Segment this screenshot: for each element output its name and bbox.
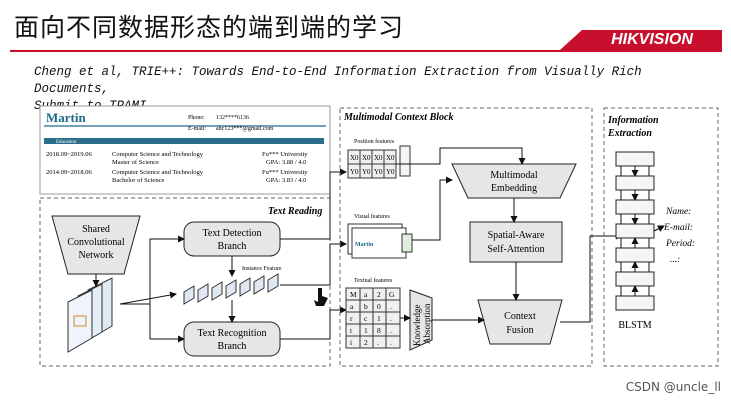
pos-y-1: Y0 [350,168,359,176]
ie-title-line-2: Extraction [607,128,652,139]
tx-3-1: 1 [364,326,368,335]
tx-2-0: r [350,314,353,323]
tx-3-0: t [350,326,353,335]
text-detection-line-2: Branch [218,241,247,252]
field-more: ...: [670,255,680,265]
doc-row-4-major: Bachelor of Science [112,177,164,184]
doc-row-2-school: GPA: 3.88 / 4.0 [266,159,306,166]
tx-0-0: M [350,290,357,299]
pos-y-4: Y0 [386,168,395,176]
doc-section: Education [56,140,77,145]
tx-2-3: . [390,314,392,323]
doc-email: abc123***@gmail.com [216,126,274,132]
tx-1-0: a [350,302,354,311]
ie-title-line-1: Information [607,115,659,126]
csdn-watermark: CSDN @uncle_ll [625,380,721,394]
doc-row-1-period: 2018.09~2019.06 [46,151,93,158]
instance-feature-label: Instance Feature [242,266,282,272]
doc-row-1-school: Fu*** University [262,151,308,158]
self-attention-block [469,221,563,263]
bilstm-stack [615,151,665,311]
svg-text:Martin: Martin [355,242,374,248]
tx-0-1: a [364,290,368,299]
context-fusion-block [477,299,563,345]
tx-3-3: . [390,326,392,335]
shared-cnn-line-1: Shared [82,224,110,235]
field-name: Name: [665,207,691,217]
doc-phone: 132****6136 [216,115,249,121]
doc-row-2-major: Master of Science [112,159,159,166]
knowledge-absorption-block [409,289,433,351]
tx-0-3: G [389,290,395,299]
knowledge-line-2: Absorption [422,303,432,344]
tx-1-2: 0 [377,302,381,311]
tx-4-0: i [350,338,352,347]
citation-line-1: Cheng et al, TRIE++: Towards End-to-End … [34,65,642,96]
pos-x-3: X0 [374,154,383,162]
pos-y-3: Y0 [374,168,383,176]
title-divider [10,50,722,52]
pos-x-1: X0 [350,154,359,162]
bilstm-label: BLSTM [618,320,651,331]
field-email: E-mail: [663,223,693,233]
tx-4-2: . [377,338,379,347]
pos-x-4: X0 [386,154,395,162]
embedding-line-2: Embedding [491,183,537,194]
shared-cnn-line-3: Network [79,250,114,261]
position-features-grid [347,145,411,179]
text-reading-title: Text Reading [268,206,322,217]
doc-name: Martin [46,110,86,125]
textual-features-grid [345,287,401,349]
fusion-line-1: Context [504,311,536,322]
tx-1-3: . [390,302,392,311]
instance-feature-strip [183,273,279,305]
hand-cursor-icon [314,288,328,306]
doc-row-3-school: Fu*** University [262,169,308,176]
context-block-panel [339,107,593,367]
doc-row-1-major: Computer Science and Technology [112,151,204,158]
textual-features-label: Textual features [354,277,393,284]
embedding-line-1: Multimodal [490,170,537,181]
slide-title: 面向不同数据形态的端到端的学习 [14,13,405,42]
doc-phone-label: Phone: [188,115,205,121]
tx-1-1: b [364,302,368,311]
context-block-title: Multimodal Context Block [343,112,453,123]
text-recognition-line-2: Branch [218,341,247,352]
knowledge-line-1: Knowledge [412,305,422,347]
feature-maps [67,277,113,353]
shared-cnn-block [51,215,141,275]
pos-x-2: X0 [362,154,371,162]
information-extraction-panel [603,107,719,367]
attention-line-1: Spatial-Aware [488,230,545,241]
position-features-label: Position features [354,138,395,145]
hikvision-logo: HIKVISION [582,30,722,50]
text-detection-line-1: Text Detection [203,228,262,239]
doc-row-3-major: Computer Science and Technology [112,169,204,176]
attention-line-2: Self-Attention [487,244,544,255]
doc-email-label: E-mail: [188,126,206,132]
tx-2-2: 1 [377,314,381,323]
pos-y-2: Y0 [362,168,371,176]
field-period: Period: [665,239,695,249]
tx-2-1: c [364,314,368,323]
visual-features-stack: Martin [347,223,413,259]
doc-row-4-school: GPA: 3.83 / 4.0 [266,177,306,184]
fusion-line-2: Fusion [506,325,533,336]
tx-4-1: 2 [364,338,368,347]
logo-wedge [560,30,582,50]
multimodal-embedding-block [451,163,577,199]
visual-features-label: Visual features [354,213,390,220]
tx-0-2: 2 [377,290,381,299]
text-recognition-line-1: Text Recognition [197,328,266,339]
tx-3-2: 8 [377,326,381,335]
tx-4-3: . [390,338,392,347]
shared-cnn-line-2: Convolutional [67,237,124,248]
document-image: Martin Phone: 132****6136 E-mail: abc123… [39,105,331,195]
doc-row-3-period: 2014.09~2018.06 [46,169,93,176]
